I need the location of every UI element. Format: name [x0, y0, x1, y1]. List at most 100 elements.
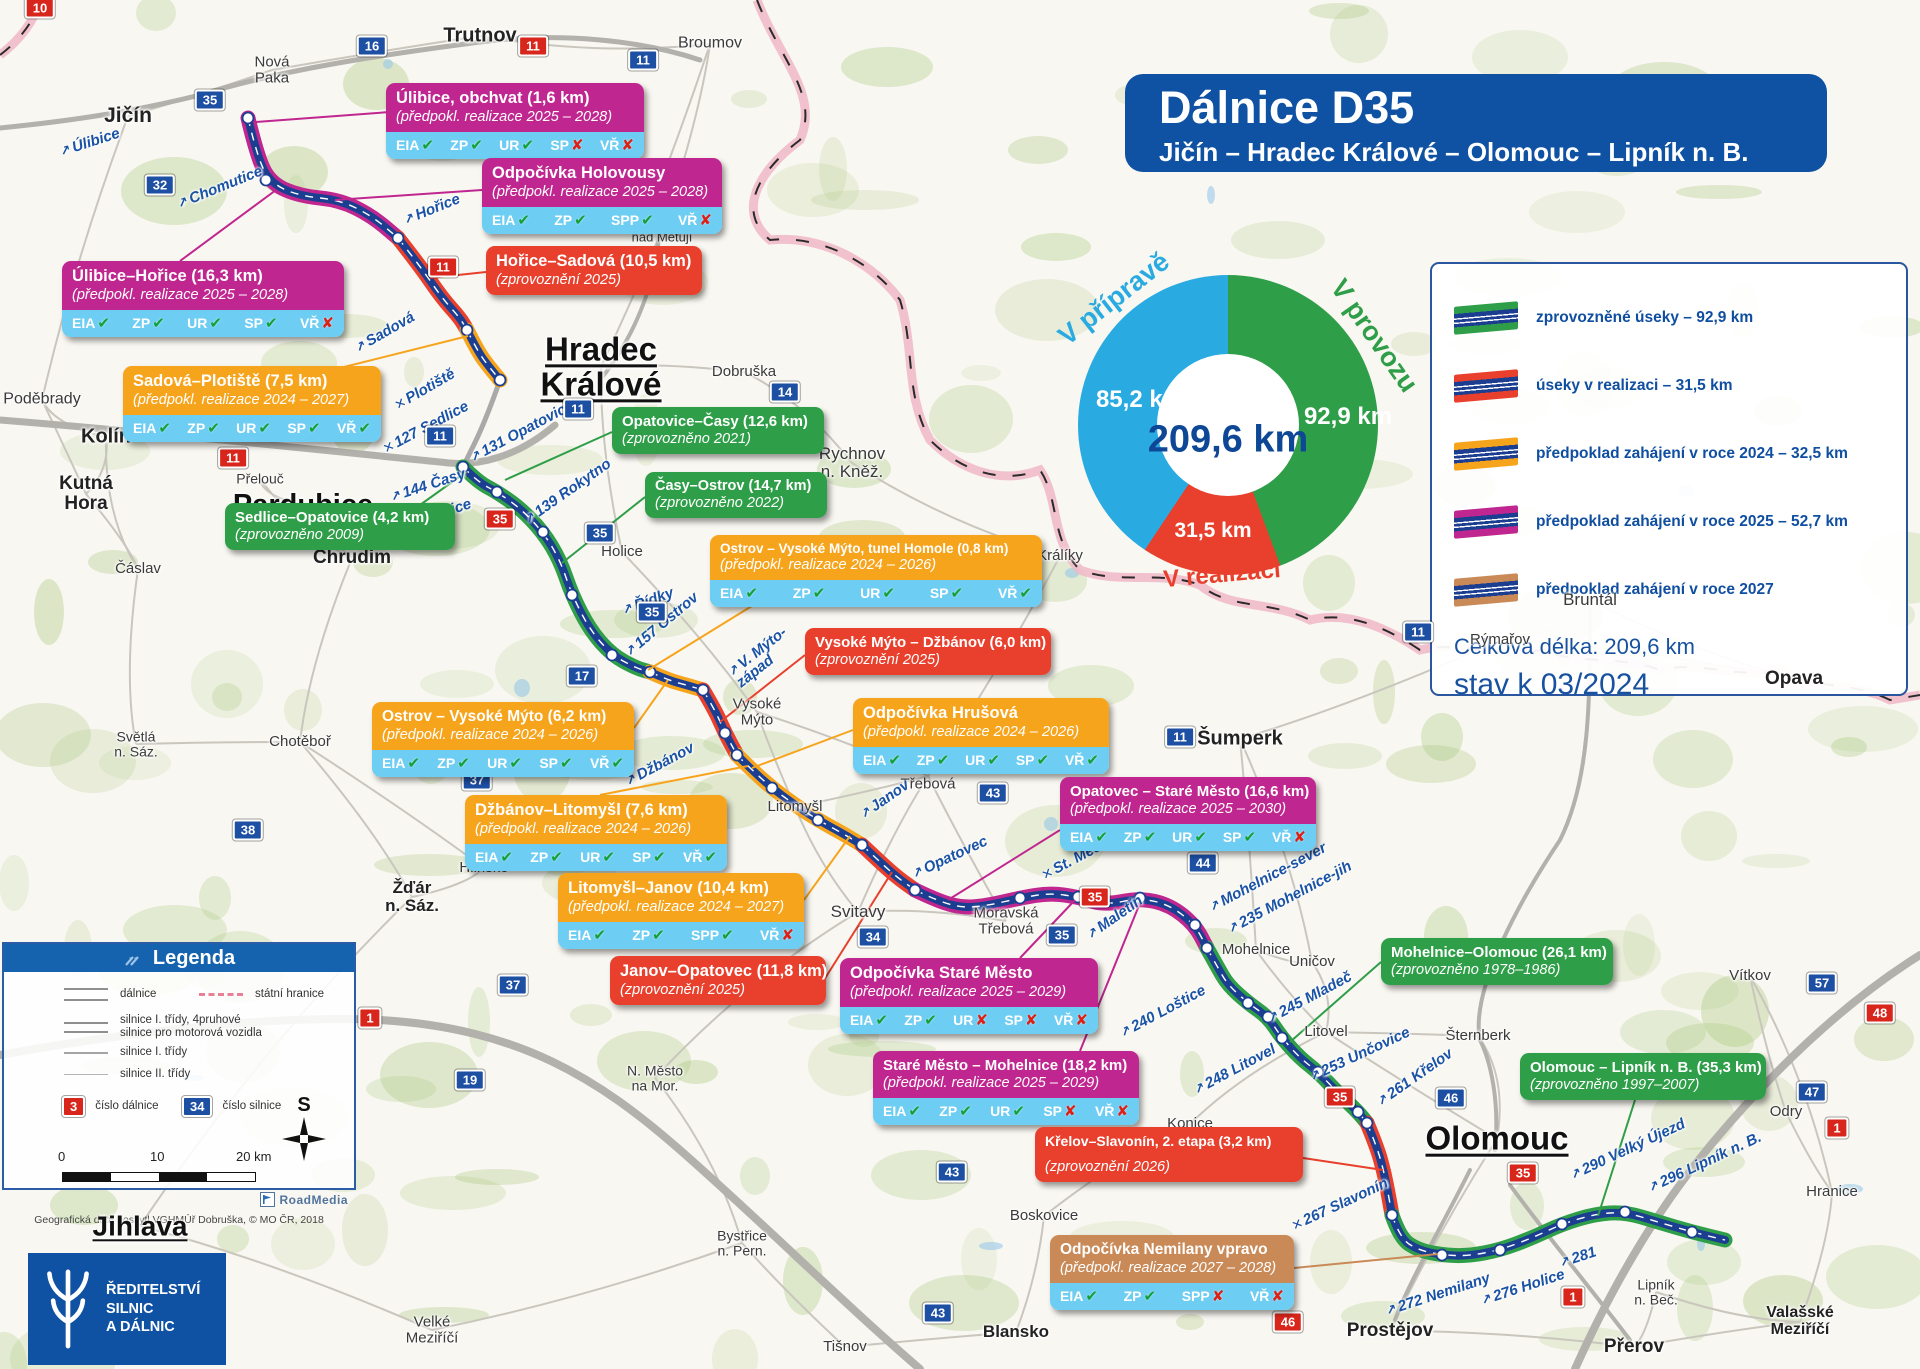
segment-callout: Úlibice, obchvat (1,6 km)(předpokl. real… [386, 83, 644, 159]
check-icon: ✔ [308, 420, 321, 437]
legend-label: úseky v realizaci – 31,5 km [1536, 377, 1733, 394]
status-item: ZP✔ [450, 137, 483, 154]
callout-title: Úlibice–Hořice (16,3 km) [72, 267, 263, 285]
city-label: Žďár n. Sáz. [385, 878, 439, 915]
check-icon: ✔ [959, 1103, 972, 1120]
road-number-badge: 11 [563, 398, 593, 420]
road-number-badge: 1 [1825, 1117, 1849, 1139]
city-label: Svitavy [830, 902, 886, 922]
callout-header: Úlibice, obchvat (1,6 km)(předpokl. real… [386, 83, 644, 132]
key-row-border: státní hranice [199, 988, 324, 1001]
callout-title: Opatovice–Časy (12,6 km) [622, 413, 808, 430]
key-row-expressway: silnice I. třídy, 4pruhové silnice pro m… [64, 1014, 262, 1040]
roadmedia-brand: RoadMedia [260, 1192, 348, 1207]
check-icon: ✔ [509, 755, 522, 772]
city-label: Hradec Králové [540, 330, 662, 402]
callout-title: Opatovec – Staré Město (16,6 km) [1070, 783, 1310, 800]
callout-status-bar: EIA✔ZP✔UR✔SP✔VŘ✔ [123, 415, 381, 442]
check-icon: ✔ [207, 420, 220, 437]
state-border-icon [199, 993, 243, 997]
status-item: EIA✔ [475, 849, 513, 866]
callout-header: Hořice–Sadová (10,5 km)(zprovoznění 2025… [486, 246, 702, 295]
cross-icon: ✘ [1293, 829, 1306, 846]
status-item: VŘ✘ [759, 927, 794, 944]
road-number-badge: 19 [454, 1069, 486, 1091]
road-number-badge: 48 [1864, 1002, 1896, 1024]
roadmedia-label: RoadMedia [279, 1192, 348, 1207]
callout-header: Časy–Ostrov (14,7 km)(zprovozněno 2022) [645, 472, 827, 518]
city-label: Králíky [1037, 547, 1083, 565]
check-icon: ✔ [652, 927, 665, 944]
key-row-motorway: dálnice [64, 988, 156, 1002]
key-row-road2: silnice II. třídy [64, 1068, 190, 1081]
callout-title: Džbánov–Litomyšl (7,6 km) [475, 801, 688, 819]
city-label: Blansko [982, 1322, 1050, 1342]
city-label: Tišnov [823, 1338, 867, 1356]
callout-title: Mohelnice–Olomouc (26,1 km) [1391, 944, 1607, 961]
donut-total-label: 209,6 km [1147, 418, 1309, 461]
callout-subtitle: (zprovozněno 1978–1986) [1391, 962, 1561, 978]
city-label: Broumov [677, 34, 743, 52]
check-icon: ✔ [258, 420, 271, 437]
callout-subtitle: (předpokl. realizace 2025 – 2030) [1070, 801, 1287, 817]
callout-subtitle: (předpokl. realizace 2024 – 2026) [382, 727, 599, 743]
city-label: Rychnov n. Kněž. [818, 444, 886, 481]
key-label: silnice I. třídy, 4pruhové silnice pro m… [120, 1014, 262, 1040]
city-label: Olomouc [1425, 1119, 1569, 1157]
callout-header: Janov–Opatovec (11,8 km)(zprovoznění 202… [610, 956, 827, 1005]
status-item: VŘ✘ [299, 315, 334, 332]
status-item: SP✘ [550, 137, 584, 154]
status-item: EIA✔ [72, 315, 110, 332]
status-item: SP✔ [539, 755, 573, 772]
status-item: SP✔ [632, 849, 666, 866]
segment-callout: Odpočívka Staré Město(předpokl. realizac… [840, 958, 1098, 1034]
city-label: Nová Paka [254, 53, 290, 86]
check-icon: ✔ [936, 752, 950, 769]
status-item: SP✔ [244, 315, 278, 332]
check-icon: ✔ [521, 137, 534, 154]
city-label: Bystřice n. Pern. [717, 1227, 767, 1258]
callout-status-bar: EIA✔ZP✔UR✔SP✔VŘ✘ [62, 310, 344, 337]
callout-title: Křelov–Slavonín, 2. etapa (3,2 km) [1045, 1133, 1272, 1149]
callout-status-bar: EIA✔ZP✔UR✘SP✘VŘ✘ [840, 1007, 1098, 1034]
callout-header: Vysoké Mýto – Džbánov (6,0 km)(zprovozně… [805, 628, 1051, 675]
callout-subtitle: (předpokl. realizace 2025 – 2029) [850, 984, 1067, 1000]
status-item: VŘ✔ [589, 755, 624, 772]
callout-title: Hořice–Sadová (10,5 km) [496, 252, 692, 270]
status-item: SP✔ [929, 585, 964, 602]
city-label: Moravská Třebová [973, 904, 1039, 937]
callout-subtitle: (předpokl. realizace 2027 – 2028) [1060, 1260, 1277, 1276]
callout-title: Ostrov – Vysoké Mýto, tunel Homole (0,8 … [720, 541, 1009, 556]
status-item: VŘ✘ [677, 212, 712, 229]
status-item: EIA✔ [883, 1103, 921, 1120]
check-icon: ✔ [602, 849, 615, 866]
key-label: státní hranice [255, 988, 325, 1000]
road-number-badge: 43 [922, 1302, 954, 1324]
legend-label: předpoklad zahájení v roce 2027 [1536, 581, 1774, 598]
status-item: EIA✔ [382, 755, 420, 772]
check-icon: ✔ [1019, 585, 1032, 602]
road-number-badge: 16 [356, 35, 388, 57]
segment-callout: Hořice–Sadová (10,5 km)(zprovoznění 2025… [486, 246, 702, 295]
callout-header: Odpočívka Staré Město(předpokl. realizac… [840, 958, 1098, 1007]
legend-row-2025: předpoklad zahájení v roce 2025 – 52,7 k… [1454, 492, 1888, 552]
status-item: SP✔ [287, 420, 321, 437]
status-item: ZP✔ [187, 420, 220, 437]
segment-callout: Mohelnice–Olomouc (26,1 km)(zprovozněno … [1381, 938, 1613, 985]
road-number-badge: 34 [182, 1096, 213, 1117]
legend-row-2024: předpoklad zahájení v roce 2024 – 32,5 k… [1454, 424, 1888, 484]
city-label: Opava [1764, 668, 1824, 690]
status-item: VŘ✔ [682, 849, 717, 866]
ribbon-green-icon [1454, 301, 1518, 335]
city-label: Lipník n. Beč. [1634, 1276, 1678, 1307]
city-label: Boskovice [1009, 1207, 1079, 1225]
legend-label: zprovozněné úseky – 92,9 km [1536, 309, 1754, 326]
cross-icon: ✘ [1075, 1012, 1088, 1029]
callout-title: Časy–Ostrov (14,7 km) [655, 478, 812, 494]
cross-icon: ✘ [1211, 1288, 1225, 1305]
city-label: Kolín [81, 425, 131, 448]
check-icon: ✔ [97, 315, 110, 332]
status-item: SP✔ [1222, 829, 1257, 846]
callout-header: Olomouc – Lipník n. B. (35,3 km)(zprovoz… [1520, 1053, 1766, 1100]
rsd-emblem-icon [47, 1269, 89, 1349]
